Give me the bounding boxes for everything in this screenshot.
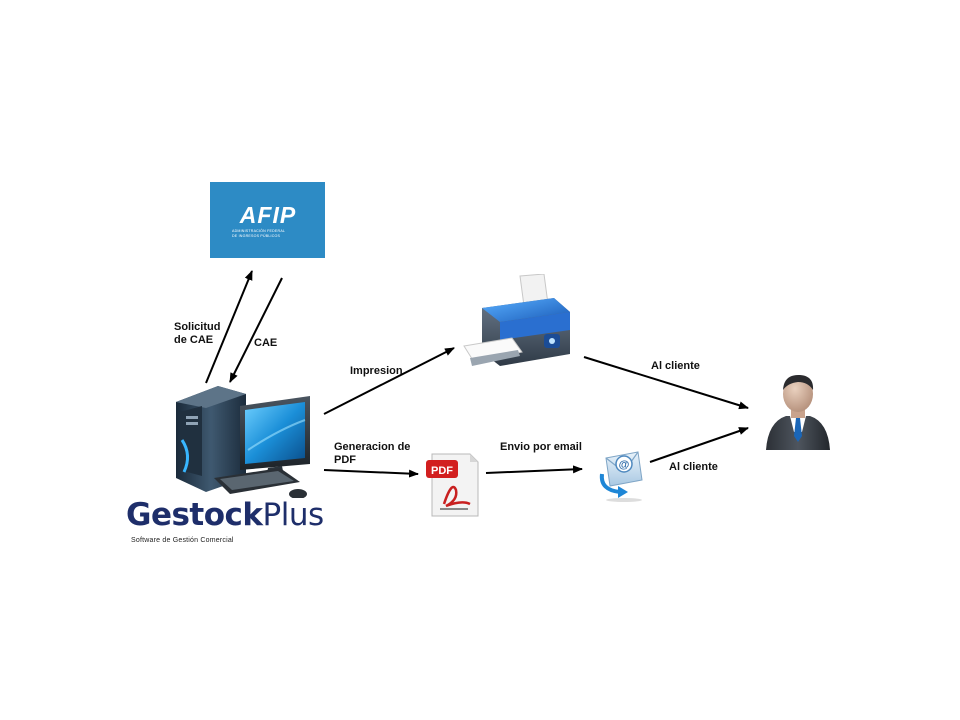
arrow-solicitud-cae xyxy=(205,270,253,384)
svg-text:@: @ xyxy=(619,459,630,471)
printer-icon xyxy=(463,274,570,366)
label-solicitud-cae: Solicitud de CAE xyxy=(174,321,220,347)
afip-logo: AFIP ADMINISTRACIÓN FEDERAL DE INGRESOS … xyxy=(210,182,325,258)
brand-tagline: Software de Gestión Comercial xyxy=(131,537,234,544)
label-generacion-line1: Generacion de xyxy=(334,441,411,453)
label-cae: CAE xyxy=(254,337,278,349)
email-icon: @ xyxy=(599,451,643,502)
label-al-cliente-print: Al cliente xyxy=(651,360,700,372)
arrow-cae xyxy=(229,277,283,383)
svg-text:PDF: PDF xyxy=(431,465,453,477)
label-envio-email: Envio por email xyxy=(500,441,582,453)
arrow-email-to-cliente xyxy=(649,427,749,463)
afip-subtitle-line1: ADMINISTRACIÓN FEDERAL xyxy=(232,229,286,233)
label-impresion: Impresion xyxy=(350,365,403,377)
label-solicitud-line2: de CAE xyxy=(174,334,214,346)
label-generacion-line2: PDF xyxy=(334,454,356,466)
afip-subtitle-line2: DE INGRESOS PÚBLICOS xyxy=(232,233,281,238)
arrow-generacion-pdf xyxy=(323,469,419,478)
label-generacion-pdf: Generacion de PDF xyxy=(334,441,410,467)
arrow-print-to-cliente xyxy=(583,356,749,410)
customer-icon xyxy=(766,374,830,450)
afip-logo-text: AFIP xyxy=(239,202,297,228)
arrow-impresion xyxy=(323,347,455,415)
desktop-computer-icon xyxy=(176,386,310,498)
brand-name: GestockPlus xyxy=(126,497,324,533)
label-solicitud-line1: Solicitud xyxy=(174,321,221,333)
label-al-cliente-email: Al cliente xyxy=(669,461,718,473)
brand-name-bold: Gestock xyxy=(126,497,263,533)
arrow-envio-email xyxy=(485,465,583,474)
afip-logo-subtitle: ADMINISTRACIÓN FEDERAL DE INGRESOS PÚBLI… xyxy=(232,229,312,238)
pdf-document-icon: PDF xyxy=(426,453,479,517)
brand-name-light: Plus xyxy=(262,497,325,533)
